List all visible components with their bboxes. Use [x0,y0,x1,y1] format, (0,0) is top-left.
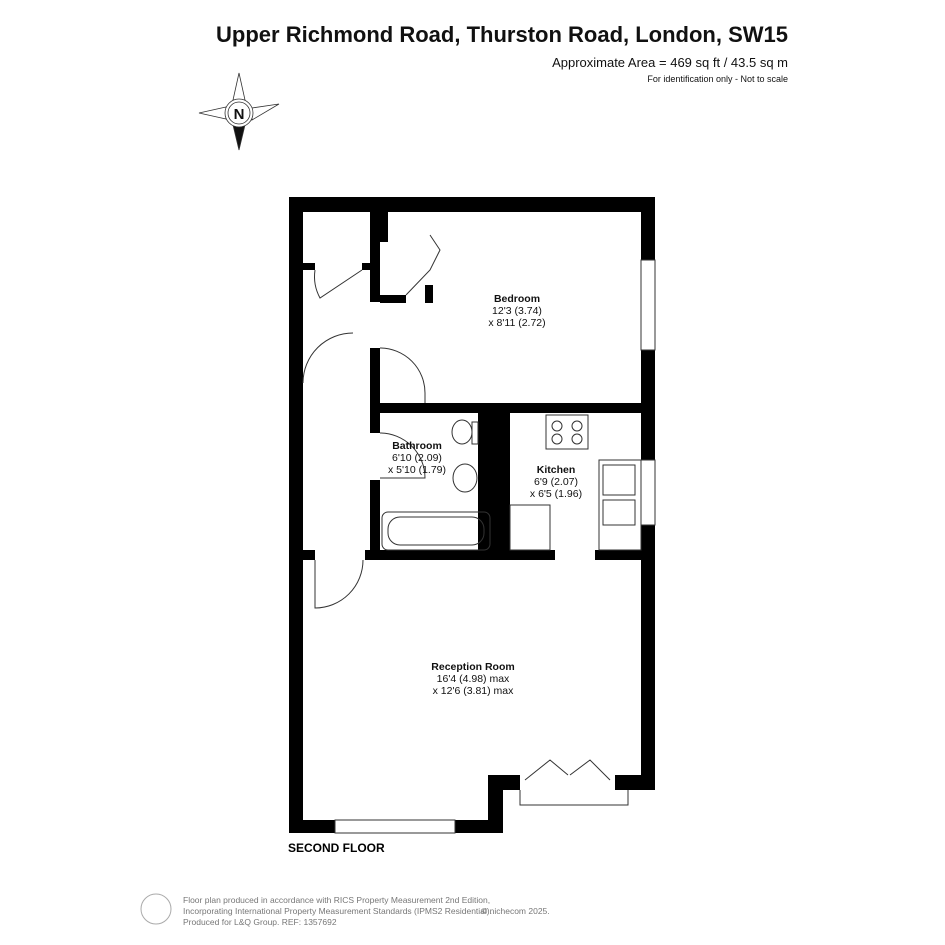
footer-line: Produced for L&Q Group. REF: 1357692 [183,917,337,927]
property-title: Upper Richmond Road, Thurston Road, Lond… [216,22,788,47]
bedroom-window [640,259,656,351]
french-doors [524,759,611,781]
bay [519,790,629,806]
kitchen-counter [598,459,642,551]
room-dimension: 6'9 (2.07) [533,476,579,488]
entrance-door-swing [302,332,354,384]
room-bathroom: Bathroom 6'10 (2.09) x 5'10 (1.79) [388,440,446,476]
walls [289,197,655,833]
room-dimension: 12'3 (3.74) [492,305,542,317]
toilet-icon [451,419,473,445]
compass-icon: N [198,72,280,151]
room-name: Reception Room [431,661,515,673]
room-dimension: x 6'5 (1.96) [529,488,583,500]
room-name: Bedroom [493,293,541,305]
room-dimension: 16'4 (4.98) max [436,673,510,685]
svg-text:N: N [234,106,245,123]
wardrobe-door [405,234,441,296]
bedroom-door-swing [379,347,426,403]
sink-icon [602,464,636,496]
kitchen-unit [509,504,551,551]
room-name: Kitchen [536,464,576,476]
reception-window [334,819,456,834]
footer-line: Incorporating International Property Mea… [183,906,492,916]
bath-icon [381,511,491,551]
basin-icon [452,463,478,493]
bathroom-door-swing [379,432,426,479]
room-dimension: x 12'6 (3.81) max [432,685,514,697]
footer-notes: Floor plan produced in accordance with R… [183,895,492,928]
approximate-area: Approximate Area = 469 sq ft / 43.5 sq m [552,55,788,70]
copyright: © nichecom 2025. [481,906,550,916]
kitchen-window [640,459,656,526]
room-dimension: x 5'10 (1.79) [387,464,447,476]
reception-door-swing [314,559,364,609]
disclaimer: For identification only - Not to scale [647,74,788,84]
room-bedroom: Bedroom 12'3 (3.74) x 8'11 (2.72) [488,293,545,329]
floor-label: SECOND FLOOR [288,841,385,855]
ipms-logo-icon [140,893,172,925]
room-dimension: 6'10 (2.09) [392,452,442,464]
room-name: Bathroom [392,440,442,452]
room-reception: Reception Room 16'4 (4.98) max x 12'6 (3… [431,661,514,697]
room-kitchen: Kitchen 6'9 (2.07) x 6'5 (1.96) [530,464,582,500]
hob-icon [545,414,589,450]
cupboard-door [314,269,363,299]
footer-line: Floor plan produced in accordance with R… [183,895,491,905]
room-dimension: x 8'11 (2.72) [488,317,546,329]
